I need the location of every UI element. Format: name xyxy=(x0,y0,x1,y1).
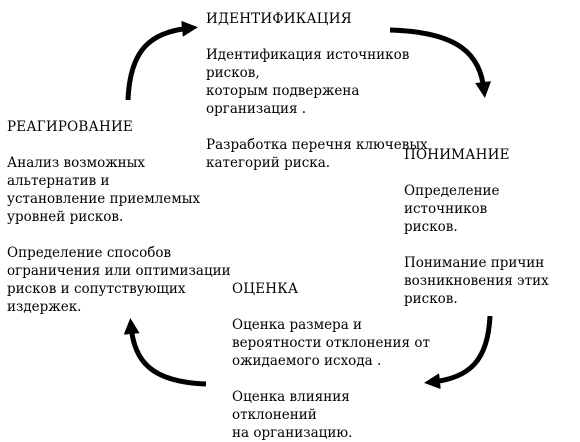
stage-identify-text-2: Разработка перечня ключевых категорий ри… xyxy=(206,137,428,171)
arrow-understand-to-assess xyxy=(424,315,493,390)
stage-respond-text-2: Определение способов ограничения или опт… xyxy=(7,245,231,315)
stage-respond-text-1: Анализ возможных альтернатив и установле… xyxy=(7,155,201,225)
stage-understand: ПОНИМАНИЕ Определение источников рисков.… xyxy=(404,146,578,308)
stage-identify-text-1: Идентификация источников рисков, которым… xyxy=(206,47,410,117)
stage-assess-title: ОЦЕНКА xyxy=(232,281,299,297)
stage-understand-text-2: Понимание причин возникновения этих риск… xyxy=(404,255,549,307)
stage-assess: ОЦЕНКА Оценка размера и вероятности откл… xyxy=(232,280,432,442)
arrow-identify-to-understand xyxy=(389,27,492,98)
stage-understand-title: ПОНИМАНИЕ xyxy=(404,147,510,163)
stage-identify-title: ИДЕНТИФИКАЦИЯ xyxy=(206,11,352,27)
stage-understand-text-1: Определение источников рисков. xyxy=(404,183,500,235)
stage-assess-text-2: Оценка влияния отклонений на организацию… xyxy=(232,389,353,441)
stage-respond-title: РЕАГИРОВАНИЕ xyxy=(7,119,133,135)
arrow-assess-to-respond xyxy=(123,318,207,387)
stage-respond: РЕАГИРОВАНИЕ Анализ возможных альтернати… xyxy=(7,118,237,316)
stage-identify: ИДЕНТИФИКАЦИЯ Идентификация источников р… xyxy=(206,10,446,172)
stage-assess-text-1: Оценка размера и вероятности отклонения … xyxy=(232,317,430,369)
arrow-respond-to-identify xyxy=(125,20,198,101)
